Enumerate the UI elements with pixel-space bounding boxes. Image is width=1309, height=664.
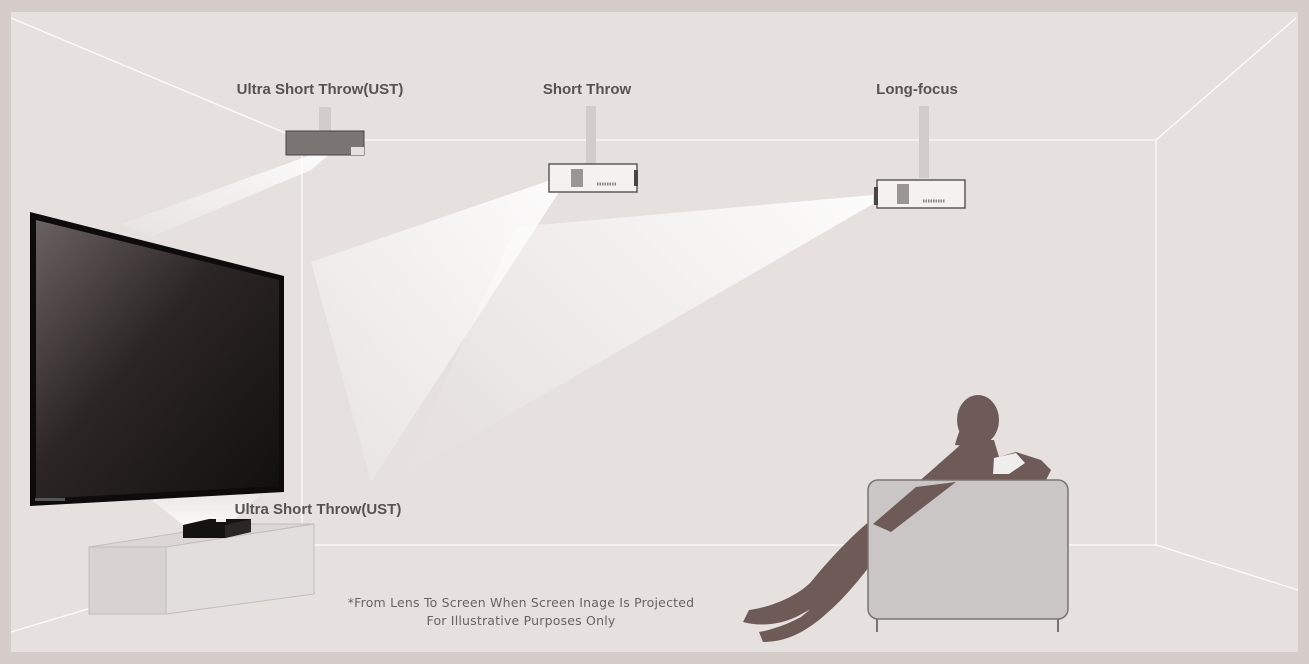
room-illustration: Ultra Short Throw(UST) Short Throw Long-… — [11, 12, 1298, 652]
footnote-line-2: For Illustrative Purposes Only — [426, 613, 616, 628]
footnote-line-1: *From Lens To Screen When Screen Inage I… — [347, 595, 695, 610]
ust-ceiling-label: Ultra Short Throw(UST) — [236, 81, 404, 98]
ust-ceiling-projector-icon — [285, 130, 365, 156]
viewer-leg — [873, 482, 956, 532]
short-throw-pole — [586, 106, 596, 164]
room-scene — [11, 17, 1298, 642]
viewer-shirt-highlight — [993, 453, 1025, 474]
long-focus-label: Long-focus — [876, 81, 958, 98]
viewer-silhouette — [743, 395, 1051, 642]
ust-ceiling-pole — [319, 107, 331, 133]
long-focus-projector-icon — [874, 179, 966, 209]
armchair — [867, 479, 1069, 632]
projection-screen — [30, 212, 284, 506]
long-focus-beam — [401, 195, 873, 477]
short-throw-beam — [311, 180, 559, 482]
ust-ceiling-beam — [121, 144, 341, 237]
ust-floor-projector-icon — [183, 519, 251, 538]
short-throw-label: Short Throw — [542, 81, 632, 98]
tv-cabinet — [88, 523, 315, 615]
short-throw-projector-icon — [548, 163, 638, 193]
footnote: *From Lens To Screen When Screen Inage I… — [261, 594, 781, 630]
long-focus-pole — [919, 106, 929, 178]
ust-floor-label: Ultra Short Throw(UST) — [234, 501, 402, 518]
